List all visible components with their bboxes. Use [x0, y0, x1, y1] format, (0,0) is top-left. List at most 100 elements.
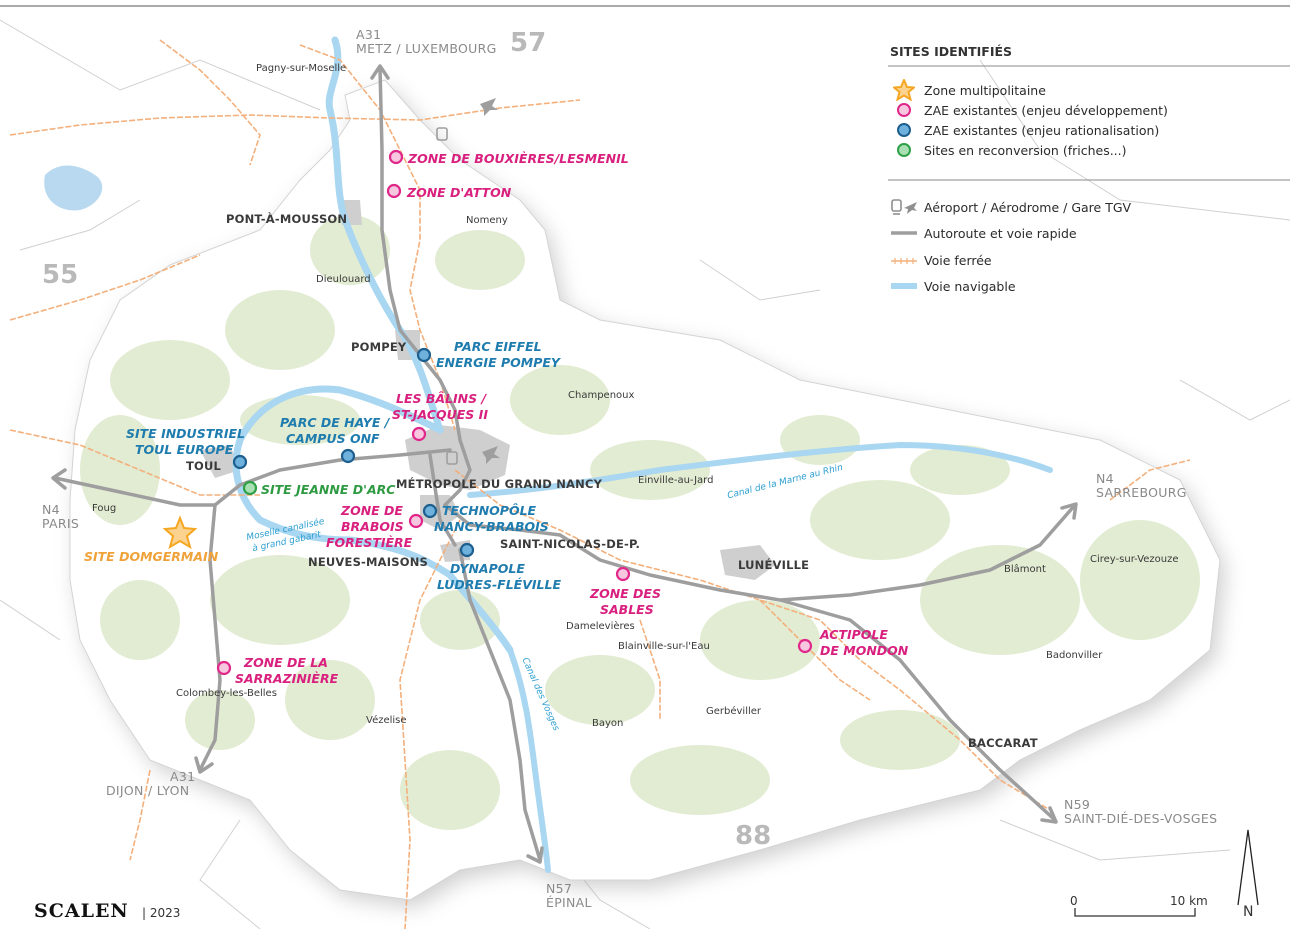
town-damelevieres: Damelevières: [566, 621, 635, 632]
highway-arrowheads: [51, 64, 1078, 864]
legend-label-airport: Aéroport / Aérodrome / Gare TGV: [924, 199, 1132, 215]
pink-dot-icon: [897, 103, 911, 117]
green-dot-icon: [897, 143, 911, 157]
site-dot-toul-europe: [232, 454, 248, 470]
site-dots: [216, 149, 813, 676]
road-n4-east-num: N4: [1096, 471, 1114, 486]
admin-boundaries: [0, 19, 1290, 929]
town-metropole: MÉTROPOLE DU GRAND NANCY: [396, 477, 603, 491]
town-saint-nicolas: SAINT-NICOLAS-DE-P.: [500, 537, 641, 551]
site-dot-brabois-forestiere: [408, 513, 424, 529]
site-label-brabois-for-3: FORESTIÈRE: [326, 535, 413, 550]
road-n4-east-dest: SARREBOURG: [1096, 485, 1187, 500]
town-colombey: Colombey-les-Belles: [176, 688, 277, 699]
town-pont-a-mousson: PONT-À-MOUSSON: [226, 212, 348, 226]
dept-55: 55: [42, 260, 79, 290]
site-label-actipole-2: DE MONDON: [820, 643, 909, 658]
site-star-domgermain: [162, 515, 198, 550]
site-dot-dynapole: [459, 542, 475, 558]
site-dot-sarraziniere: [216, 660, 232, 676]
road-n59-dest: SAINT-DIÉ-DES-VOSGES: [1064, 811, 1218, 826]
road-n57-dest: ÉPINAL: [546, 895, 592, 910]
road-a31-north-num: A31: [356, 27, 382, 42]
site-dot-jeanne: [242, 480, 258, 496]
town-vezelise: Vézelise: [366, 715, 407, 726]
site-label-technopole-2: NANCY-BRABOIS: [434, 519, 549, 534]
dept-57: 57: [510, 28, 547, 58]
town-blamont: Blâmont: [1004, 564, 1046, 575]
legend-item-reconversion: Sites en reconversion (friches...): [890, 141, 1127, 159]
legend-label-zae-rat: ZAE existantes (enjeu rationalisation): [924, 122, 1160, 138]
site-label-brabois-for-2: BRABOIS: [341, 519, 404, 534]
legend-label-reconversion: Sites en reconversion (friches...): [924, 142, 1127, 158]
site-label-balins-2: ST-JACQUES II: [392, 407, 488, 422]
legend-label-zae-dev: ZAE existantes (enjeu développement): [924, 102, 1168, 118]
blue-dot-icon: [897, 123, 911, 137]
site-label-atton: ZONE D'ATTON: [407, 185, 512, 200]
road-n57-num: N57: [546, 881, 573, 896]
town-foug: Foug: [92, 503, 117, 514]
dept-88: 88: [735, 821, 772, 851]
town-einville: Einville-au-Jard: [638, 475, 714, 486]
town-gerbeviller: Gerbéviller: [706, 706, 762, 717]
site-label-haye-2: CAMPUS ONF: [286, 431, 380, 446]
road-a31-south-dest: DIJON / LYON: [106, 783, 190, 798]
site-label-sarraziniere-1: ZONE DE LA: [244, 655, 328, 670]
town-champenoux: Champenoux: [568, 390, 635, 401]
road-a31-north-dest: METZ / LUXEMBOURG: [356, 41, 497, 56]
town-neuves-maisons: NEUVES-MAISONS: [308, 555, 429, 569]
site-label-dynapole-1: DYNAPOLE: [450, 561, 525, 576]
site-label-jeanne: SITE JEANNE D'ARC: [261, 482, 396, 497]
highway-network: [53, 66, 1077, 862]
waterway-line-icon: [890, 277, 918, 295]
brand-year: | 2023: [142, 906, 181, 920]
site-label-balins-1: LES BÂLINS /: [396, 391, 487, 406]
site-dot-sables: [615, 566, 631, 582]
legend-label-rail: Voie ferrée: [924, 252, 992, 268]
town-cirey: Cirey-sur-Vezouze: [1090, 554, 1179, 565]
site-label-sables-2: SABLES: [600, 602, 654, 617]
site-dot-eiffel: [416, 347, 432, 363]
road-n59-num: N59: [1064, 797, 1091, 812]
town-pompey: POMPEY: [351, 340, 407, 354]
scale-bar: [1074, 908, 1196, 917]
town-blainville: Blainville-sur-l'Eau: [618, 641, 710, 652]
site-label-technopole-1: TECHNOPÔLE: [442, 503, 537, 518]
town-luneville: LUNÉVILLE: [738, 558, 810, 572]
site-label-bouxieres: ZONE DE BOUXIÈRES/LESMENIL: [408, 151, 629, 166]
town-baccarat: BACCARAT: [968, 736, 1038, 750]
town-pagny: Pagny-sur-Moselle: [256, 63, 347, 74]
site-dot-haye: [340, 448, 356, 464]
site-dot-atton: [386, 183, 402, 199]
site-label-actipole-1: ACTIPOLE: [820, 627, 888, 642]
site-label-sarraziniere-2: SARRAZINIÈRE: [235, 671, 339, 686]
site-label-domgermain: SITE DOMGERMAIN: [84, 549, 219, 564]
site-label-haye-1: PARC DE HAYE /: [280, 415, 390, 430]
site-label-dynapole-2: LUDRES-FLÉVILLE: [437, 577, 561, 592]
legend-item-airport: Aéroport / Aérodrome / Gare TGV: [890, 198, 1131, 216]
train-plane-icon: [890, 198, 918, 216]
site-dot-bouxieres: [388, 149, 404, 165]
road-n4-west-dest: PARIS: [42, 516, 80, 531]
forest-patches: [80, 215, 1200, 830]
site-label-toul-europe-1: SITE INDUSTRIEL: [126, 426, 246, 441]
site-label-eiffel-1: PARC EIFFEL: [454, 339, 542, 354]
rail-line-icon: [890, 251, 918, 269]
legend-item-highway: Autoroute et voie rapide: [890, 224, 1077, 242]
legend-item-rail: Voie ferrée: [890, 251, 992, 269]
town-bayon: Bayon: [592, 718, 624, 729]
highway-line-icon: [890, 224, 918, 242]
site-dot-technopole: [422, 503, 438, 519]
brand-logo: SCALEN: [34, 900, 129, 922]
legend-label-zone-multipolitaine: Zone multipolitaine: [924, 82, 1046, 98]
road-n4-west-num: N4: [42, 502, 60, 517]
town-badonviller: Badonviller: [1046, 650, 1103, 661]
site-label-sables-1: ZONE DES: [590, 586, 661, 601]
town-dieulouard: Dieulouard: [316, 274, 371, 285]
site-label-toul-europe-2: TOUL EUROPE: [135, 442, 234, 457]
train-icons: [436, 127, 458, 465]
legend-item-waterway: Voie navigable: [890, 277, 1016, 295]
lake: [44, 165, 103, 211]
